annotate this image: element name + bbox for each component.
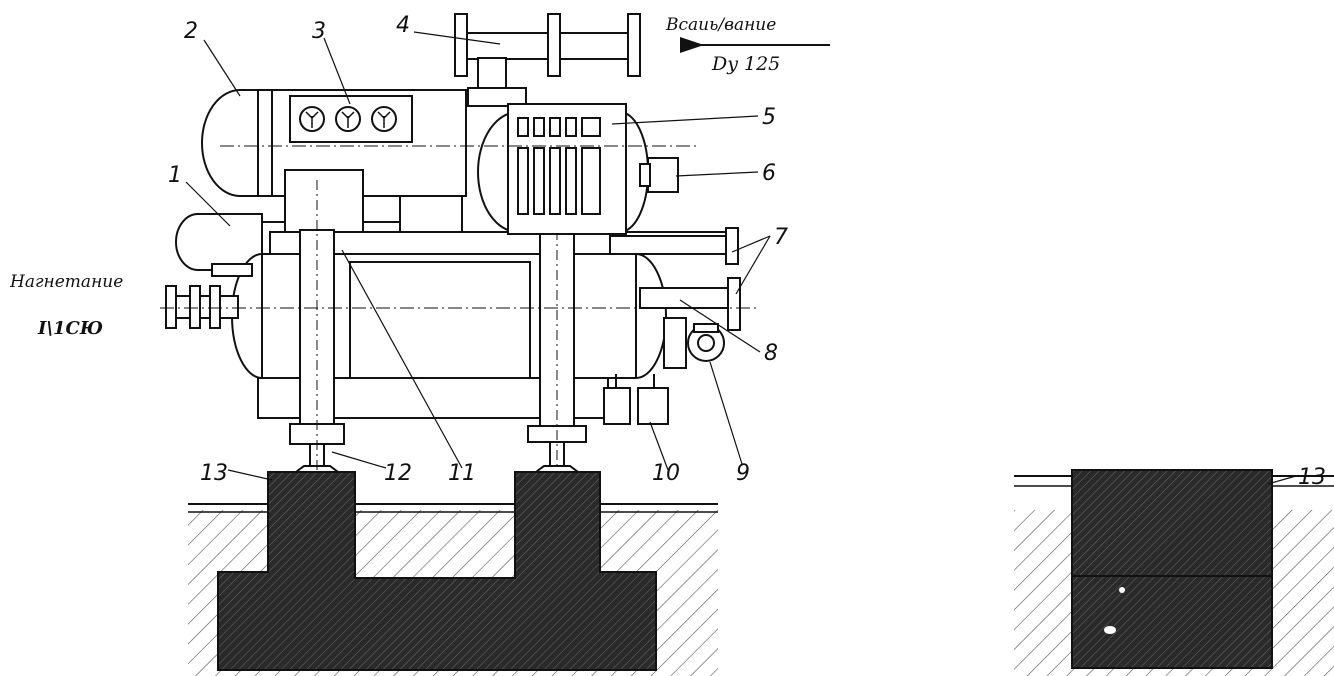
centerlines [160, 145, 760, 309]
right-support [527, 210, 587, 473]
discharge-nozzle [165, 263, 253, 329]
callout-3: 3 [312, 19, 326, 44]
suction-size-label: Dy 125 [711, 53, 780, 75]
end-cap [639, 157, 679, 193]
callout-11: 11 [448, 461, 476, 486]
gauge-panel [289, 95, 413, 143]
evaporator [477, 103, 649, 235]
callout-7: 7 [774, 225, 788, 250]
suction-pipe [454, 13, 641, 107]
callout-8: 8 [764, 341, 778, 366]
foundation-block [217, 471, 657, 671]
callout-2: 2 [184, 19, 198, 44]
suction-label: Всаиь/вание [665, 15, 776, 35]
callout-6: 6 [762, 161, 776, 186]
callout-4: 4 [396, 13, 410, 38]
callout-5: 5 [762, 105, 776, 130]
callout-12: 12 [384, 461, 412, 486]
callout-13: 13 [200, 461, 228, 486]
callout-9: 9 [736, 461, 750, 486]
side-callout-13: 13 [1298, 465, 1326, 490]
valve [663, 317, 725, 369]
callout-1: 1 [168, 163, 182, 188]
side-pipes [609, 227, 741, 331]
discharge-label: Нагнетание [10, 272, 124, 292]
side-leader [1267, 475, 1297, 485]
callout-10: 10 [652, 461, 680, 486]
discharge-size-label: I\1СЮ [38, 318, 104, 339]
auxiliary-units [603, 374, 669, 425]
receiver-vessel [231, 253, 667, 383]
side-foundation [1071, 469, 1273, 669]
leader-lines [185, 31, 771, 481]
left-support [289, 180, 345, 473]
